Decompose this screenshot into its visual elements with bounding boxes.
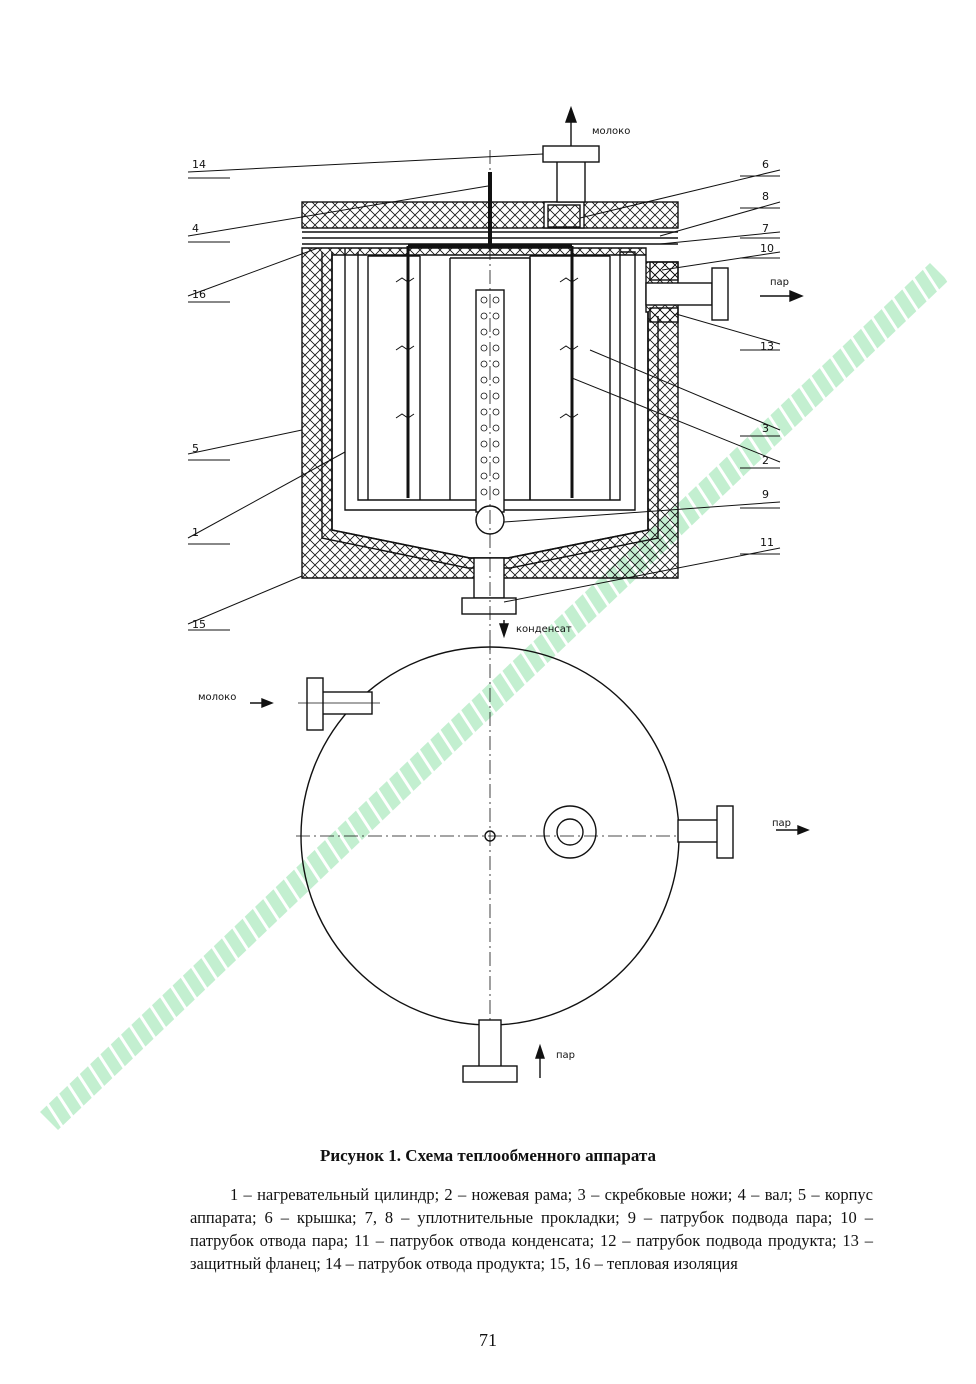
callout-2: 2 <box>762 454 769 467</box>
steam-outlet-flange <box>711 267 729 321</box>
condensate-label: конденсат <box>516 624 572 635</box>
callout-6: 6 <box>762 158 769 171</box>
condensate-flange <box>461 597 517 615</box>
callout-5: 5 <box>192 442 199 455</box>
steam-right-label: пар <box>772 818 791 829</box>
milk-out-label: молоко <box>592 126 630 137</box>
top-view <box>250 640 810 1083</box>
watermark <box>40 263 948 1130</box>
product-outlet-pipe <box>556 159 586 203</box>
milk-in-label: молоко <box>198 692 236 703</box>
callout-numbers: 14 4 16 5 1 15 6 8 7 10 13 3 2 9 11 <box>192 158 774 631</box>
heating-cylinder <box>344 248 636 511</box>
callout-8: 8 <box>762 190 769 203</box>
product-outlet-port <box>543 805 597 859</box>
callout-14: 14 <box>192 158 206 171</box>
callout-4: 4 <box>192 222 199 235</box>
callout-9: 9 <box>762 488 769 501</box>
page-number: 71 <box>479 1330 497 1350</box>
leader-lines <box>187 153 781 631</box>
steam-bottom-pipe <box>478 1019 502 1069</box>
callout-13: 13 <box>760 340 774 353</box>
figure-caption: Рисунок 1. Схема теплообменного аппарата <box>319 1146 657 1165</box>
callout-7: 7 <box>762 222 769 235</box>
scraper-knives <box>395 277 579 419</box>
milk-inlet-flange <box>306 677 324 731</box>
condensate-pipe <box>473 557 505 599</box>
steam-outlet-pipe <box>645 282 713 306</box>
outlet-flange <box>542 145 600 163</box>
steam-right-pipe <box>677 819 719 843</box>
callout-10: 10 <box>760 242 774 255</box>
steam-bottom-label: пар <box>556 1050 575 1061</box>
section-view <box>301 105 804 650</box>
callout-3: 3 <box>762 422 769 435</box>
perforations <box>480 296 500 496</box>
figure-legend: 1 – нагревательный цилиндр; 2 – ножевая … <box>190 1185 873 1273</box>
callout-15: 15 <box>192 618 206 631</box>
steam-side-label: пар <box>770 277 789 288</box>
steam-bottom-flange <box>462 1065 518 1083</box>
callout-1: 1 <box>192 526 199 539</box>
callout-11: 11 <box>760 536 774 549</box>
steam-right-flange <box>716 805 734 859</box>
callout-16: 16 <box>192 288 206 301</box>
